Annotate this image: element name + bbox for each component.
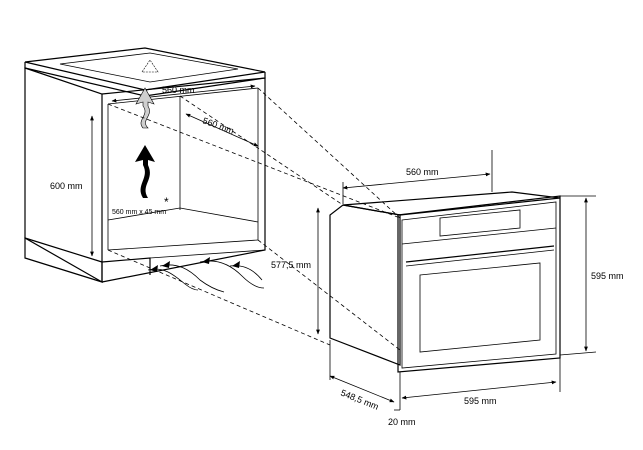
oven-front-width-dimension [401, 380, 557, 400]
oven-side [329, 204, 401, 366]
cabinet-plinth [24, 237, 103, 283]
oven: 560 mm 577,5 mm 595 mm 595 mm 548,5 mm 2… [271, 150, 624, 427]
oven-front [397, 195, 561, 373]
airflow-up-arrow-icon [135, 145, 155, 198]
oven-width-dimension [342, 172, 491, 190]
oven-depth-label: 548,5 mm [339, 388, 380, 412]
oven-top [342, 191, 561, 216]
vent-asterisk: * [164, 195, 169, 209]
cabinet-depth-label: 560 mm [201, 115, 235, 136]
cabinet-width-dimension [111, 84, 256, 103]
cabinet-height-label: 600 mm [50, 181, 83, 191]
oven-side-height-label: 577,5 mm [271, 260, 311, 270]
oven-front-thickness-label: 20 mm [388, 417, 416, 427]
countertop-cutout [59, 52, 239, 83]
oven-display [439, 209, 521, 237]
cabinet-depth-dimension [185, 113, 259, 147]
oven-front-width-label: 595 mm [464, 396, 497, 406]
oven-front-height-label: 595 mm [591, 271, 624, 281]
vent-size-label: 560 mm x 45 mm [112, 209, 166, 216]
air-intake-arrows [147, 257, 265, 293]
airflow-light-arrow-icon [135, 87, 155, 129]
oven-handle [405, 245, 555, 263]
cabinet: 600 mm 560 mm 560 mm 560 mm x 45 mm * [24, 47, 266, 293]
cabinet-width-label: 560 mm [162, 85, 195, 95]
alignment-guides [107, 87, 401, 351]
vent-top-arrow-icon [141, 59, 159, 73]
oven-width-label: 560 mm [406, 167, 439, 177]
oven-window [419, 262, 541, 353]
oven-depth-dimension [329, 375, 395, 403]
